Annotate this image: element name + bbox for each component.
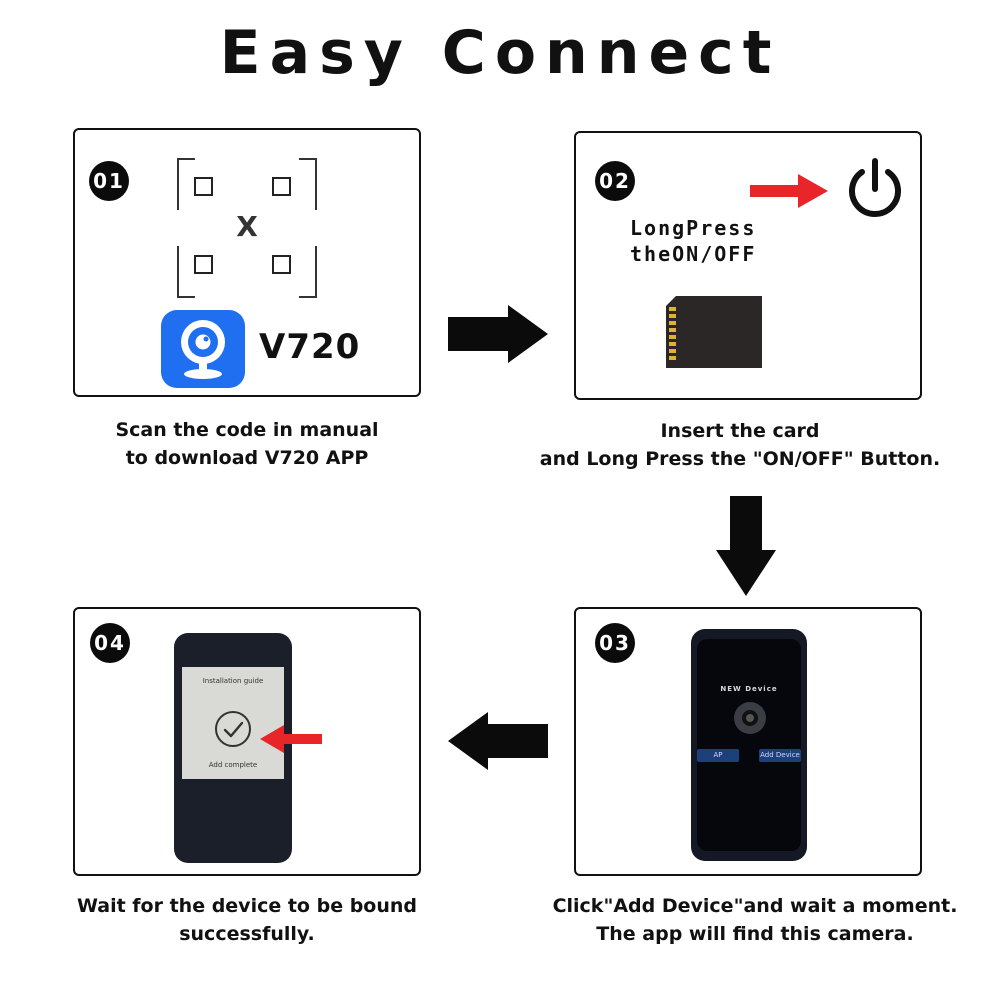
red-arrow-icon — [750, 174, 828, 208]
add-device-button-label: Add Device — [760, 751, 800, 759]
step-3-caption-line-1: Click"Add Device"and wait a moment. — [552, 895, 958, 917]
step-1-caption-line-2: to download V720 APP — [125, 447, 369, 469]
step-3-panel: 03 NEW Device AP Add Device — [574, 607, 922, 876]
step-2-badge: 02 — [595, 161, 635, 201]
new-device-label: NEW Device — [720, 685, 778, 693]
step-4-caption-line-1: Wait for the device to be bound — [76, 895, 418, 917]
page-title: Easy Connect — [219, 18, 781, 88]
step-2-caption: Insert the card and Long Press the "ON/O… — [520, 417, 960, 473]
step-2-caption-line-1: Insert the card — [660, 420, 820, 442]
long-press-line-1: LongPress — [630, 216, 757, 240]
add-complete-label: Add complete — [208, 761, 258, 769]
phone-step-4: Installation guide Add complete — [174, 633, 292, 863]
phone-screen-step-3: NEW Device AP Add Device — [697, 639, 801, 851]
step-3-badge: 03 — [595, 623, 635, 663]
sd-card-icon — [666, 296, 762, 368]
step-2-panel: 02 LongPress theON/OFF — [574, 131, 922, 400]
ap-button-label: AP — [713, 751, 723, 759]
phone-screen-step-4: Installation guide Add complete — [182, 667, 284, 779]
long-press-line-2: theON/OFF — [630, 242, 757, 266]
arrow-down-icon — [716, 496, 776, 596]
step-1-caption-line-1: Scan the code in manual — [115, 419, 379, 441]
step-4-caption-line-2: successfully. — [179, 923, 315, 945]
step-1-panel: 01 X V720 — [73, 128, 421, 397]
power-icon — [849, 158, 901, 217]
checkmark-icon — [215, 711, 251, 747]
ap-button[interactable]: AP — [697, 749, 739, 762]
step-2-caption-line-2: and Long Press the "ON/OFF" Button. — [539, 448, 941, 470]
add-device-button[interactable]: Add Device — [759, 749, 801, 762]
arrow-right-icon — [448, 305, 548, 363]
step-3-caption-line-2: The app will find this camera. — [596, 923, 914, 945]
qr-center-mark: X — [236, 210, 258, 243]
long-press-label: LongPress theON/OFF — [630, 215, 756, 267]
installation-guide-label: Installation guide — [202, 677, 264, 685]
step-1-badge: 01 — [89, 161, 129, 201]
step-3-caption: Click"Add Device"and wait a moment. The … — [515, 892, 995, 948]
step-4-panel: 04 Installation guide Add complete — [73, 607, 421, 876]
qr-code-icon: X — [177, 158, 317, 298]
step-4-badge: 04 — [90, 623, 130, 663]
step-4-caption: Wait for the device to be bound successf… — [47, 892, 447, 948]
v720-app-icon — [161, 310, 245, 388]
phone-step-3: NEW Device AP Add Device — [691, 629, 807, 861]
arrow-left-icon — [448, 712, 548, 770]
app-name-label: V720 — [259, 327, 361, 367]
step-1-caption: Scan the code in manual to download V720… — [47, 416, 447, 472]
camera-device-icon — [734, 702, 766, 734]
red-arrow-left-icon — [260, 725, 322, 753]
